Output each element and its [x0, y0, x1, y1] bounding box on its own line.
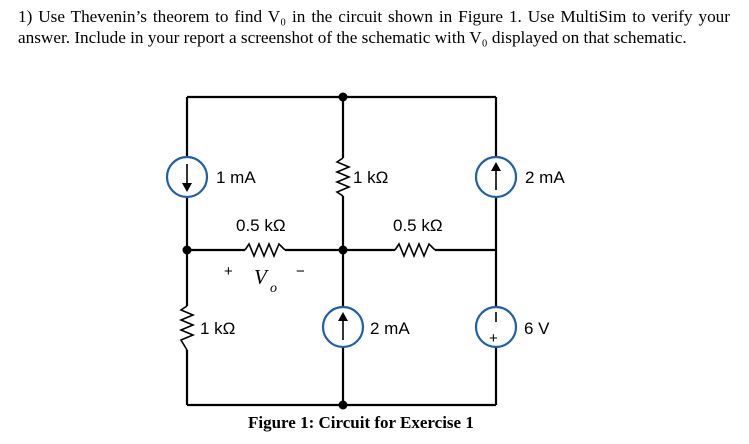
vo-plus-sign: + [224, 263, 233, 280]
vo-subscript: o [270, 281, 277, 296]
current-source-1ma [165, 155, 209, 199]
problem-statement: 1) Use Thevenin’s theorem to find V₀ in … [18, 6, 730, 48]
label-0.5k-left: 0.5 kΩ [236, 216, 286, 235]
resistor-1k-middle-top [334, 157, 352, 197]
current-source-2ma-middle [321, 305, 365, 349]
resistor-0.5k-right [394, 241, 436, 259]
node-left-middle [182, 245, 192, 255]
label-0.5k-right: 0.5 kΩ [393, 216, 443, 235]
resistor-0.5k-left [244, 241, 286, 259]
vo-label: V [254, 265, 269, 289]
label-1k-middle-top: 1 kΩ [353, 168, 388, 187]
label-1ma: 1 mA [216, 168, 256, 187]
vo-minus-sign: − [296, 263, 305, 280]
voltage-source-plus: + [489, 330, 498, 347]
node-center [338, 245, 348, 255]
problem-text: Use Thevenin’s theorem to find V₀ in the… [18, 7, 730, 47]
node-bottom-middle [338, 400, 348, 410]
label-1k-left-bottom: 1 kΩ [200, 319, 235, 338]
node-top-middle [338, 92, 348, 102]
problem-number: 1) [18, 7, 33, 26]
label-6v: 6 V [524, 319, 550, 338]
figure-caption: Figure 1: Circuit for Exercise 1 [248, 413, 474, 432]
label-2ma-middle: 2 mA [370, 319, 410, 338]
label-2ma-right: 2 mA [525, 168, 565, 187]
resistor-1k-left-bottom [178, 305, 196, 351]
current-source-2ma-right [474, 155, 518, 199]
voltage-source-6v: + [474, 305, 518, 349]
